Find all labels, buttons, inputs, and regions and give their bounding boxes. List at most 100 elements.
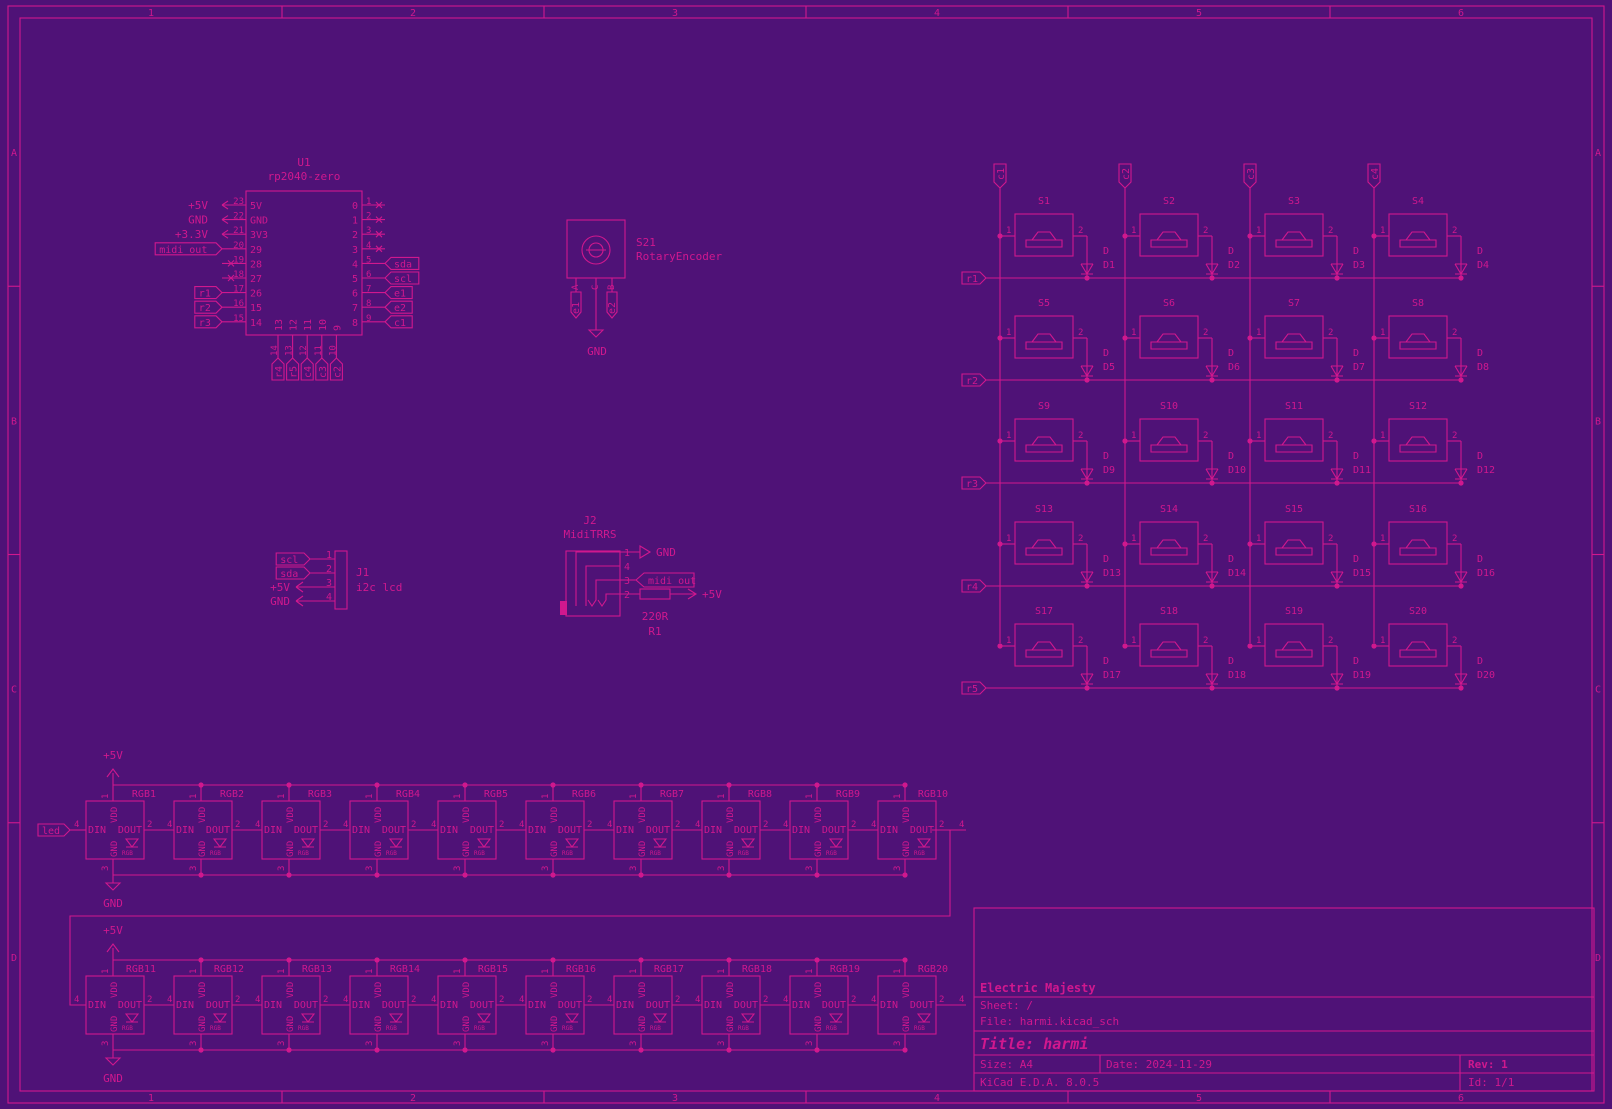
s21-ref: S21 xyxy=(636,236,656,249)
u1-net-label: r4 xyxy=(274,366,285,378)
diode-value: D xyxy=(1228,554,1234,565)
frame-column-marker: 2 xyxy=(410,8,416,19)
switch-pin-number: 1 xyxy=(1006,636,1011,646)
net-label xyxy=(384,300,413,314)
power-arrow xyxy=(295,595,310,607)
led-pin-number: 2 xyxy=(675,820,680,830)
switch-icon xyxy=(1399,539,1437,556)
led-pin-din: DIN xyxy=(704,1000,722,1011)
u1-pin-number: 6 xyxy=(366,270,371,280)
led-pin-gnd: GND xyxy=(814,841,824,857)
diode-value: D xyxy=(1477,554,1483,565)
tb-date: Date: 2024-11-29 xyxy=(1106,1058,1212,1071)
led-pin-dout: DOUT xyxy=(382,1000,406,1011)
switch-body xyxy=(1139,213,1199,257)
power-arrow xyxy=(221,215,229,225)
junction xyxy=(1334,377,1340,383)
u1-pin-number: 19 xyxy=(233,255,244,265)
led-pin-number: 2 xyxy=(411,995,416,1005)
net-label xyxy=(961,373,987,387)
net-label xyxy=(194,315,223,329)
junction xyxy=(1334,583,1340,589)
led-pin-number: 2 xyxy=(411,820,416,830)
switch-pin-number: 1 xyxy=(1380,534,1385,544)
led-pin-number: 4 xyxy=(871,820,876,830)
net-label xyxy=(154,242,223,256)
net-label xyxy=(384,271,420,285)
led-pin-number: 4 xyxy=(255,995,260,1005)
net-label xyxy=(1243,163,1257,189)
led-pin-number: 3 xyxy=(893,1041,903,1046)
led-pin-number: 1 xyxy=(277,969,287,974)
j2-midi-trrs[interactable]: J2 MidiTRRS 1 4 3 2 GND midi out +5V 220… xyxy=(560,514,722,638)
junction xyxy=(638,872,644,878)
led-pin-din: DIN xyxy=(616,825,634,836)
s21-net-e2: e2 xyxy=(607,302,618,314)
no-connect-icon xyxy=(375,230,383,238)
led-input-label: led xyxy=(42,826,60,837)
led-ref: RGB18 xyxy=(742,964,772,975)
led-pin-din: DIN xyxy=(528,1000,546,1011)
diode-ref: D1 xyxy=(1103,260,1115,271)
s21-pin-a: A xyxy=(571,284,581,290)
led-rgb-text: RGB xyxy=(474,850,485,857)
led-pin-number: 2 xyxy=(235,995,240,1005)
u1-rp2040-zero[interactable]: U1 rp2040-zero 5V23+5VGND22GND3V321+3.3V… xyxy=(154,156,420,381)
led-pin-number: 3 xyxy=(277,1041,287,1046)
u1-pin-number: 4 xyxy=(366,241,371,251)
junction xyxy=(1334,275,1340,281)
s21-rotary-encoder[interactable]: A C B e1 e2 GND S21 RotaryEncoder xyxy=(566,219,722,358)
junction xyxy=(1084,275,1090,281)
switch-pin-number: 2 xyxy=(1452,636,1457,646)
led-pin-number: 3 xyxy=(629,866,639,871)
net-label xyxy=(1118,163,1132,189)
switch-body xyxy=(1388,315,1448,359)
junction xyxy=(726,872,732,878)
u1-pin-name: 8 xyxy=(352,318,358,329)
u1-net-label: c3 xyxy=(318,366,329,378)
switch-body xyxy=(1264,623,1324,667)
